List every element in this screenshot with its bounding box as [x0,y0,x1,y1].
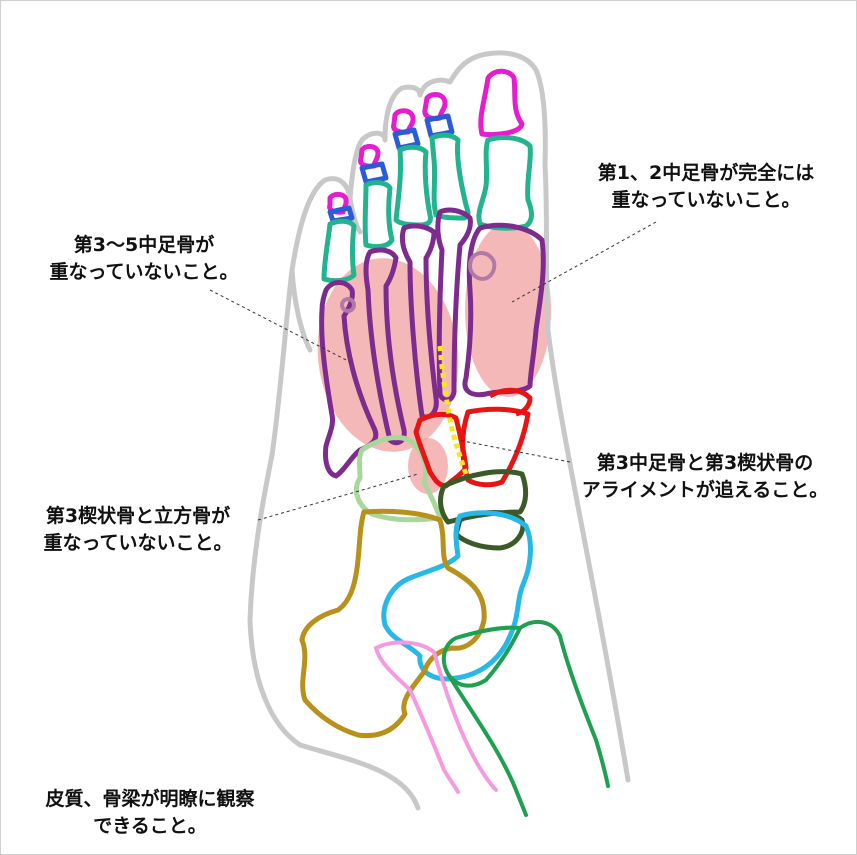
proximal-phalanx-5 [321,218,357,284]
distal-phalanx-2 [422,92,448,121]
annotation-alignment: 第3中足骨と第3楔状骨の アライメントが追えること。 [560,450,850,504]
leader-cuneiform-cuboid [257,473,419,521]
annotation-line: 重なっていないこと。 [611,189,801,211]
annotation-metatarsal-3-5: 第3～5中足骨が 重なっていないこと。 [28,232,260,286]
annotation-line: 重なっていないこと。 [43,532,233,554]
first-cuneiform-base [488,387,533,417]
annotation-line: 第3～5中足骨が [73,234,215,256]
metatarsal-3 [399,223,439,420]
metatarsal-sesamoid-small [340,297,356,313]
second-cuneiform [460,406,531,488]
metatarsal-sesamoid [468,251,497,281]
annotation-metatarsal-1-2: 第1、2中足骨が完全には 重なっていないこと。 [572,160,840,214]
proximal-phalanx-4 [362,180,395,250]
calcaneus [299,508,487,739]
distal-phalanx-1 [478,68,525,138]
metatarsal-5 [319,280,379,479]
alignment-line [437,345,469,475]
proximal-phalanx-1 [476,135,534,231]
annotation-line: できること。 [93,815,207,837]
annotation-line: 第3中足骨と第3楔状骨の [596,452,814,474]
middle-phalanx-5 [327,205,355,224]
annotation-line: 第3楔状骨と立方骨が [45,505,231,527]
metatarsals [319,207,546,479]
highlight-metatarsal-1-2 [465,223,551,397]
talus [381,510,533,682]
middle-phalanx-3 [392,127,421,151]
distal-phalanx-3 [391,108,416,135]
distal-phalanx-4 [358,143,381,169]
proximal-phalanx-2 [429,132,471,221]
fibula [374,640,498,794]
navicular [438,469,529,525]
proximal-phalanges [321,132,534,284]
annotation-cortex-trabecula: 皮質、骨梁が明瞭に観察 できること。 [22,786,278,840]
cuneiforms [413,406,531,489]
third-cuneiform [413,411,469,489]
metatarsal-2 [435,207,473,403]
annotation-line: 重なっていないこと。 [49,261,239,283]
middle-phalanx-2 [424,113,455,139]
tibia [441,619,610,817]
annotation-line: 皮質、骨梁が明瞭に観察 [45,788,255,810]
leader-lines [209,221,657,521]
annotation-line: 第1、2中足骨が完全には [597,162,815,184]
middle-phalanx-4 [359,161,389,185]
annotation-cuneiform-cuboid: 第3楔状骨と立方骨が 重なっていないこと。 [22,503,254,557]
leader-alignment [457,439,571,463]
leader-metatarsal-3-5 [209,289,351,363]
annotation-line: アライメントが追えること。 [581,479,829,501]
proximal-phalanx-3 [393,144,433,228]
metatarsal-4 [363,247,407,446]
middle-phalanges [327,113,455,224]
